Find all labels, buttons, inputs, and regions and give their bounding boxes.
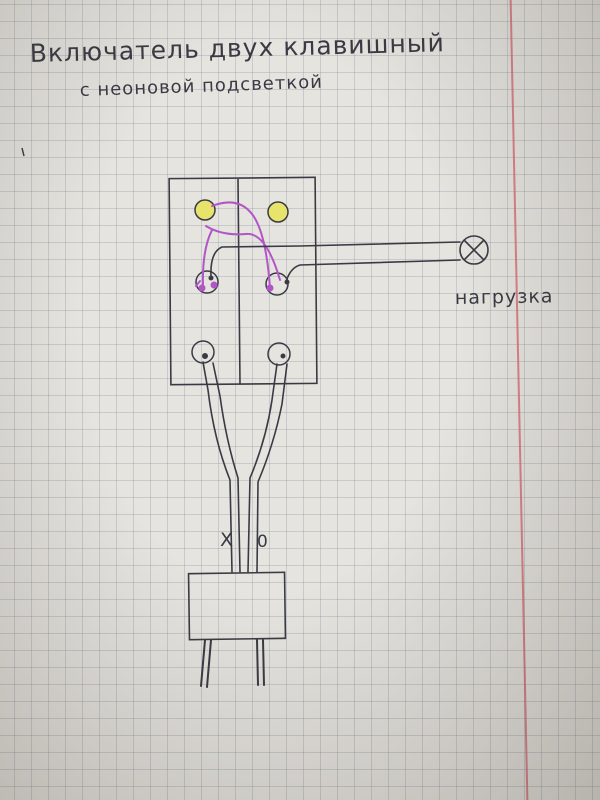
- switch-key-divider: [237, 178, 241, 385]
- phase-mark: X: [220, 529, 234, 551]
- supply-cable: [202, 361, 288, 573]
- diagram-subtitle: с неоновой подсветкой: [79, 72, 323, 101]
- indicator-wiring: [195, 201, 281, 292]
- terminal-dot: [202, 353, 208, 359]
- switch-body: [168, 176, 318, 386]
- load-label: нагрузка: [455, 285, 554, 309]
- load-wires: [210, 241, 461, 283]
- terminal-bottom-left: [191, 340, 215, 364]
- terminal-bottom-right: [267, 342, 291, 366]
- lamp-icon: [459, 235, 489, 265]
- plug-pins: [200, 639, 265, 688]
- terminal-top-left: [194, 199, 216, 221]
- plug-body: [187, 571, 287, 641]
- stray-mark: [21, 147, 25, 157]
- diagram-title: Включатель двух клавишный: [29, 28, 445, 68]
- neutral-mark: 0: [257, 532, 269, 552]
- terminal-middle-left: [195, 270, 219, 294]
- terminal-top-right: [267, 201, 289, 223]
- terminal-dot: [280, 353, 286, 359]
